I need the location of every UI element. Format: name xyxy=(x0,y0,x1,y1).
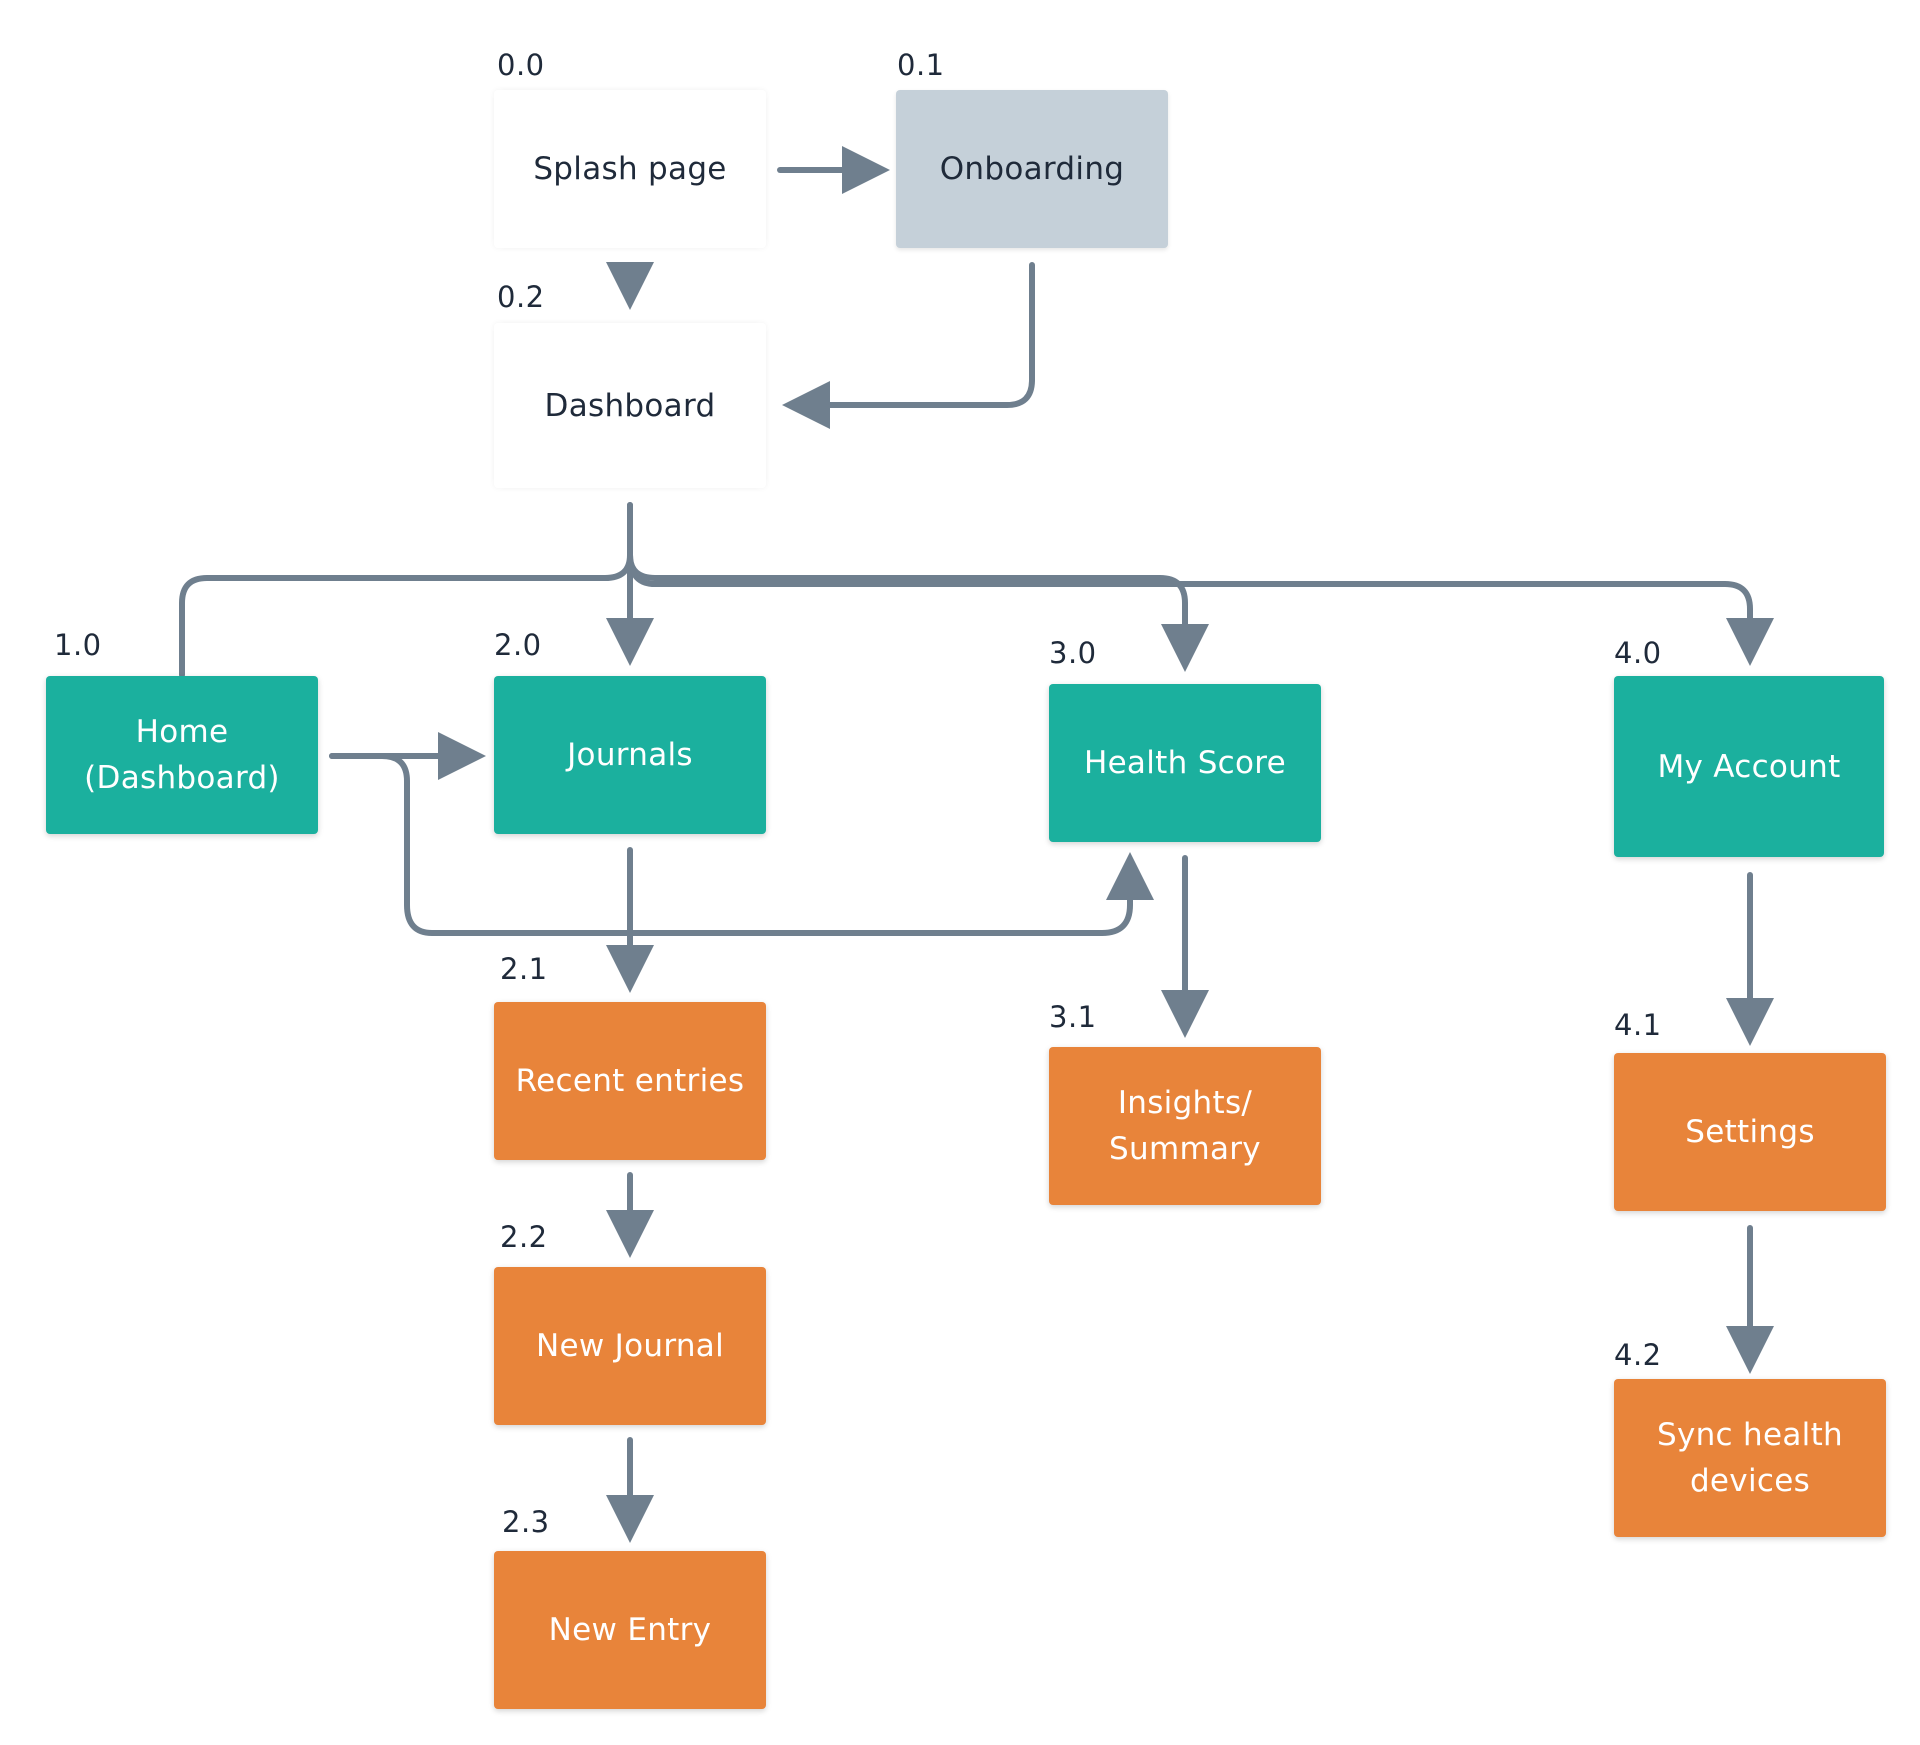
node-number-insights: 3.1 xyxy=(1049,1000,1097,1034)
node-journals[interactable]: Journals xyxy=(494,676,766,834)
node-sync-health-devices[interactable]: Sync health devices xyxy=(1614,1379,1886,1537)
node-number-onboarding: 0.1 xyxy=(897,48,945,82)
node-number-settings: 4.1 xyxy=(1614,1008,1662,1042)
node-new-journal[interactable]: New Journal xyxy=(494,1267,766,1425)
node-onboarding[interactable]: Onboarding xyxy=(896,90,1168,248)
node-number-new-entry: 2.3 xyxy=(502,1505,550,1539)
node-number-journals: 2.0 xyxy=(494,628,542,662)
node-home-dashboard[interactable]: Home (Dashboard) xyxy=(46,676,318,834)
node-number-new-journal: 2.2 xyxy=(500,1220,548,1254)
edge-dashboard-health-score xyxy=(627,552,1209,672)
edge-onboarding-dashboard xyxy=(782,262,1035,429)
node-number-splash: 0.0 xyxy=(497,48,545,82)
node-health-score[interactable]: Health Score xyxy=(1049,684,1321,842)
node-recent-entries[interactable]: Recent entries xyxy=(494,1002,766,1160)
node-number-health-score: 3.0 xyxy=(1049,636,1097,670)
edge-home-health-score xyxy=(329,753,1154,936)
node-my-account[interactable]: My Account xyxy=(1614,676,1884,857)
edge-dashboard-home xyxy=(179,502,633,678)
node-number-my-account: 4.0 xyxy=(1614,636,1662,670)
node-number-sync: 4.2 xyxy=(1614,1338,1662,1372)
node-insights-summary[interactable]: Insights/ Summary xyxy=(1049,1047,1321,1205)
node-number-recent-entries: 2.1 xyxy=(500,952,548,986)
node-new-entry[interactable]: New Entry xyxy=(494,1551,766,1709)
edge-dashboard-my-account xyxy=(627,552,1774,666)
node-splash-page[interactable]: Splash page xyxy=(494,90,766,248)
node-settings[interactable]: Settings xyxy=(1614,1053,1886,1211)
node-number-dashboard: 0.2 xyxy=(497,280,545,314)
node-number-home: 1.0 xyxy=(54,628,102,662)
node-dashboard[interactable]: Dashboard xyxy=(494,323,766,488)
